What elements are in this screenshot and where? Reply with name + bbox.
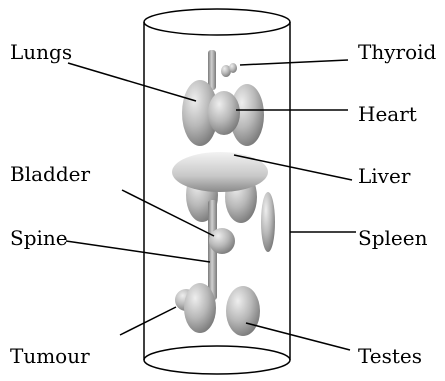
testes-leader [246,323,350,350]
cylinder-bottom-ellipse [144,346,290,374]
bladder-organ [209,228,235,254]
label-heart: Heart [358,104,417,124]
liver-organ [172,152,268,192]
label-tumour: Tumour [10,346,90,366]
label-spine: Spine [10,228,68,248]
lungs-leader [68,63,196,101]
label-thyroid: Thyroid [358,42,436,62]
left-pelvic-mass [184,283,216,333]
thyroid-organ-lobe [229,63,237,73]
tumour-leader [120,307,176,335]
spleen-organ [261,192,275,252]
organs [172,50,275,336]
thyroid-leader [240,60,348,65]
trachea [208,50,216,90]
label-bladder: Bladder [10,164,90,184]
testes-organ [226,286,260,336]
label-spleen: Spleen [358,228,427,248]
label-liver: Liver [358,166,410,186]
spine-leader [66,241,210,262]
label-lungs: Lungs [10,42,72,62]
cylinder-top-ellipse [144,9,290,35]
label-testes: Testes [358,346,422,366]
heart-organ [208,91,240,135]
